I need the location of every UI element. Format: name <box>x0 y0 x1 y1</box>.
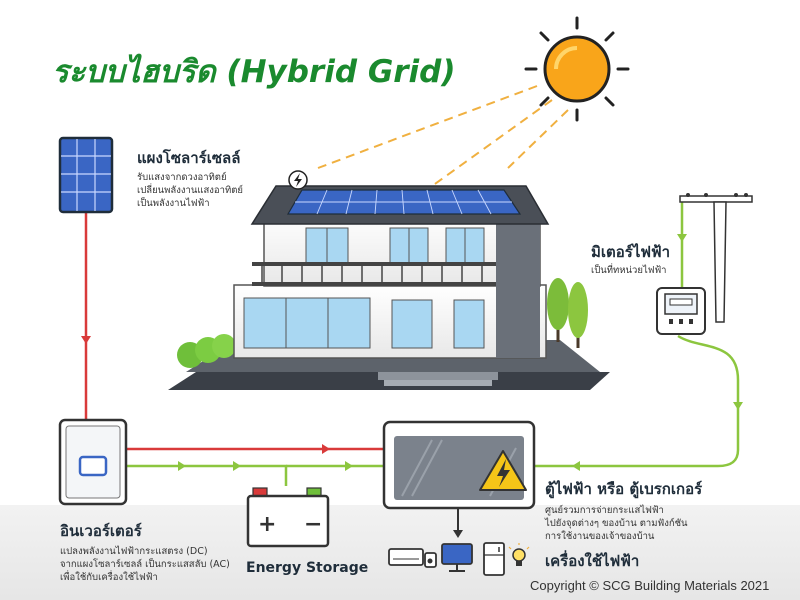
tree-icon <box>547 278 588 348</box>
meter-desc: เป็นที่ทหน่วยไฟฟ้า <box>591 264 667 277</box>
inverter-icon <box>58 418 128 506</box>
ac-line-meter-to-breaker <box>534 334 740 468</box>
breaker-desc-line: การใช้งานของเจ้าของบ้าน <box>545 531 655 542</box>
ac-line-storage <box>126 464 288 486</box>
page-title: ระบบไฮบริด (Hybrid Grid) <box>52 54 456 90</box>
appliances-label: เครื่องใช้ไฟฟ้า <box>545 552 640 570</box>
ac-arrow-meter-2 <box>572 461 580 471</box>
line-breaker-to-appliances <box>453 508 463 538</box>
dc-line-inverter-to-breaker <box>126 444 384 454</box>
lower-windows <box>243 297 485 349</box>
air-conditioner-icon <box>388 548 424 566</box>
light-bulb-icon <box>508 543 530 566</box>
meter-desc-line: เป็นที่ทหน่วยไฟฟ้า <box>591 265 667 276</box>
battery-icon: + − <box>246 487 330 548</box>
lightning-warning-icon <box>479 450 527 491</box>
sun-icon <box>524 16 630 122</box>
speaker-icon <box>424 552 437 568</box>
svg-text:−: − <box>304 512 322 537</box>
breaker-label: ตู้ไฟฟ้า หรือ ตู้เบรกเกอร์ <box>545 480 703 498</box>
inverter-desc-line: แปลงพลังงานไฟฟ้ากระแสตรง (DC) <box>60 546 208 557</box>
inverter-desc-line: เพื่อใช้กับเครื่องใช้ไฟฟ้า <box>60 572 158 583</box>
solar-panel-icon <box>58 136 114 214</box>
ac-arrow-meter <box>733 402 743 410</box>
roof-solar-panels <box>286 189 522 215</box>
meter-label: มิเตอร์ไฟฟ้า <box>591 243 671 261</box>
breaker-desc: ศูนย์รวมการจ่ายกระแสไฟฟ้า ไปยังจุดต่างๆ … <box>545 504 688 543</box>
inverter-label: อินเวอร์เตอร์ <box>60 522 142 540</box>
solar-panel-desc-line: เปลี่ยนพลังงานแสงอาทิตย์ <box>137 185 243 196</box>
electric-meter-icon <box>656 287 706 335</box>
lightning-badge-icon <box>288 170 308 190</box>
house-icon <box>168 170 610 390</box>
balcony-railing <box>252 262 496 286</box>
ac-arrow-storage-1 <box>178 461 186 471</box>
solar-panel-label: แผงโซลาร์เซลล์ <box>137 149 241 167</box>
dc-line-panel-to-inverter <box>81 212 91 420</box>
monitor-icon <box>441 543 473 572</box>
upper-windows <box>305 227 485 265</box>
inverter-desc-line: จากแผงโซลาร์เซลล์ เป็นกระแสสลับ (AC) <box>60 559 230 570</box>
copyright-text: Copyright © SCG Building Materials 2021 <box>530 578 770 593</box>
energy-storage-label: Energy Storage <box>246 560 369 576</box>
breaker-desc-line: ศูนย์รวมการจ่ายกระแสไฟฟ้า <box>545 505 664 516</box>
solar-panel-desc: รับแสงจากดวงอาทิตย์ เปลี่ยนพลังงานแสงอาท… <box>137 171 243 210</box>
refrigerator-icon <box>483 542 505 576</box>
sun-ray-lines <box>317 85 569 187</box>
solar-panel-desc-line: เป็นพลังงานไฟฟ้า <box>137 198 210 209</box>
svg-text:+: + <box>258 512 276 537</box>
solar-panel-desc-line: รับแสงจากดวงอาทิตย์ <box>137 172 227 183</box>
breaker-desc-line: ไปยังจุดต่างๆ ของบ้าน ตามฟังก์ชัน <box>545 518 688 529</box>
bush-icon <box>177 334 236 368</box>
inverter-desc: แปลงพลังงานไฟฟ้ากระแสตรง (DC) จากแผงโซลา… <box>60 545 230 584</box>
utility-pole-icon <box>679 193 753 323</box>
ac-arrow-storage-3 <box>345 461 353 471</box>
ac-arrow-storage-2 <box>233 461 241 471</box>
ac-arrow-pole <box>677 234 687 242</box>
